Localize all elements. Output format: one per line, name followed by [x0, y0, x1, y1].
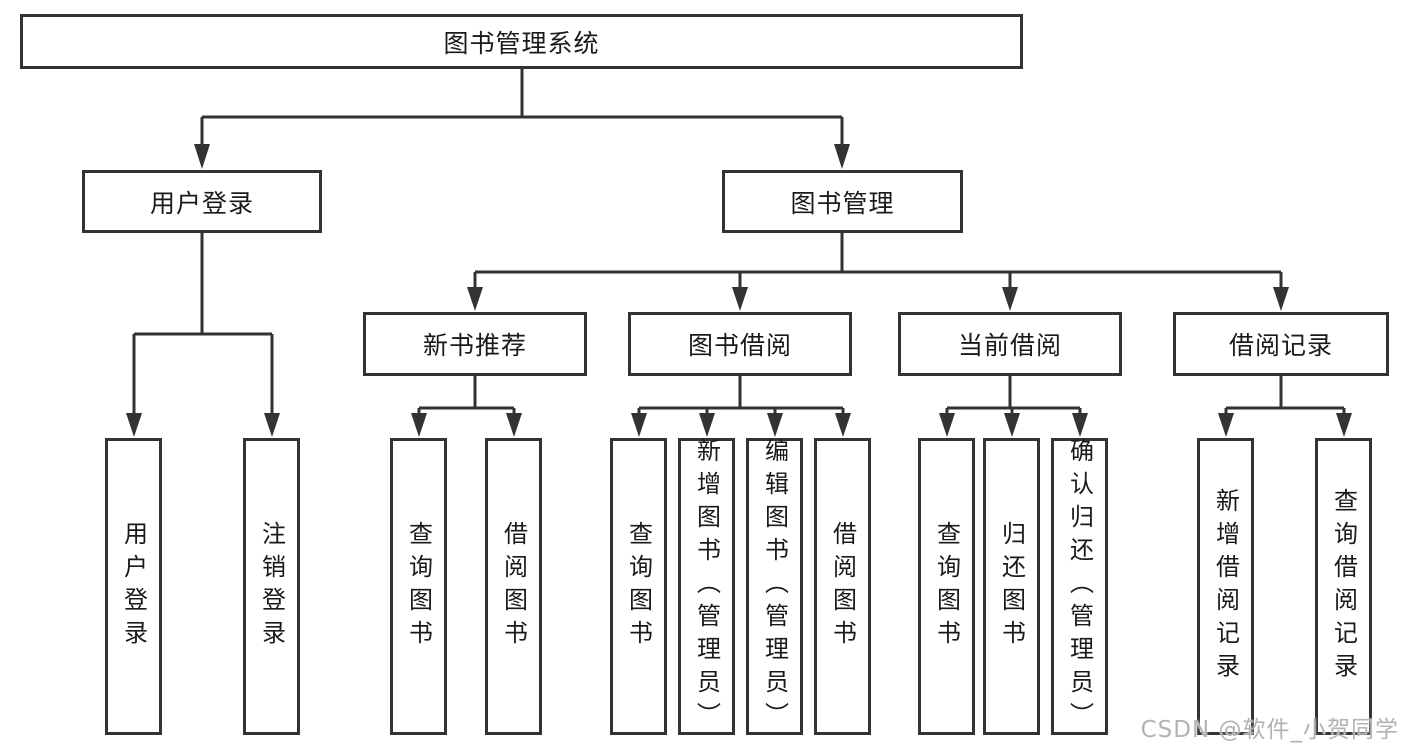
- node-label: 注销登录: [257, 520, 286, 653]
- node-label: 查询图书: [624, 520, 653, 653]
- node-label: 借阅记录: [1228, 331, 1333, 360]
- node-label: 图书管理系统: [443, 28, 600, 58]
- leaf-borrow-books: 借阅图书: [485, 438, 542, 735]
- node-book-borrowing: 图书借阅: [628, 312, 852, 376]
- node-borrowing-records: 借阅记录: [1173, 312, 1389, 376]
- node-label: 查询借阅记录: [1329, 487, 1358, 686]
- node-library-management-system: 图书管理系统: [20, 14, 1023, 69]
- leaf-query-borrow-record: 查询借阅记录: [1315, 438, 1372, 735]
- node-label: 归还图书: [997, 520, 1026, 653]
- leaf-add-borrow-record: 新增借阅记录: [1197, 438, 1254, 735]
- leaf-return-books: 归还图书: [983, 438, 1040, 735]
- node-label: 新增图书（管理员）: [692, 438, 721, 735]
- csdn-watermark: CSDN @软件_小贺同学: [1140, 717, 1399, 743]
- node-label: 用户登录: [119, 520, 148, 653]
- node-label: 查询图书: [932, 520, 961, 653]
- node-label: 新书推荐: [422, 331, 527, 360]
- leaf-edit-books-admin: 编辑图书（管理员）: [746, 438, 803, 735]
- node-label: 新增借阅记录: [1211, 487, 1240, 686]
- node-label: 借阅图书: [828, 520, 857, 653]
- node-label: 编辑图书（管理员）: [760, 438, 789, 735]
- node-book-management: 图书管理: [722, 170, 963, 233]
- leaf-borrow-books: 借阅图书: [814, 438, 871, 735]
- leaf-confirm-return-admin: 确认归还（管理员）: [1051, 438, 1108, 735]
- arrowheads: [126, 144, 1352, 437]
- node-new-book-recommend: 新书推荐: [363, 312, 587, 376]
- node-label: 图书借阅: [687, 331, 792, 360]
- node-label: 确认归还（管理员）: [1065, 438, 1094, 735]
- leaf-logout: 注销登录: [243, 438, 300, 735]
- node-label: 图书管理: [790, 188, 895, 218]
- node-label: 借阅图书: [499, 520, 528, 653]
- node-user-login: 用户登录: [82, 170, 322, 233]
- leaf-query-books: 查询图书: [390, 438, 447, 735]
- node-current-borrowing: 当前借阅: [898, 312, 1122, 376]
- leaf-query-books: 查询图书: [610, 438, 667, 735]
- node-label: 当前借阅: [957, 331, 1062, 360]
- leaf-query-books: 查询图书: [918, 438, 975, 735]
- leaf-add-books-admin: 新增图书（管理员）: [678, 438, 735, 735]
- node-label: 用户登录: [149, 188, 254, 218]
- leaf-user-login: 用户登录: [105, 438, 162, 735]
- node-label: 查询图书: [404, 520, 433, 653]
